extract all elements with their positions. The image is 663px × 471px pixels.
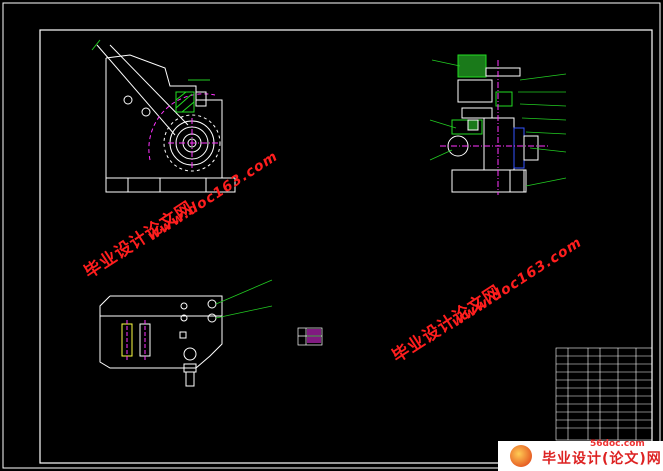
logo-text: 毕业设计(论文)网 bbox=[542, 451, 662, 467]
parts-list bbox=[555, 347, 653, 441]
legend-box bbox=[297, 327, 323, 346]
leader-lines-side bbox=[429, 59, 567, 187]
drawing-frame bbox=[39, 29, 653, 464]
globe-icon bbox=[510, 445, 532, 467]
side-view bbox=[440, 54, 550, 195]
site-logo: 56doc.com 毕业设计(论文)网 bbox=[498, 439, 663, 471]
leader-lines-top bbox=[215, 279, 273, 319]
top-view bbox=[99, 295, 223, 387]
front-view bbox=[91, 39, 236, 193]
logo-subtext: 56doc.com bbox=[590, 439, 645, 449]
